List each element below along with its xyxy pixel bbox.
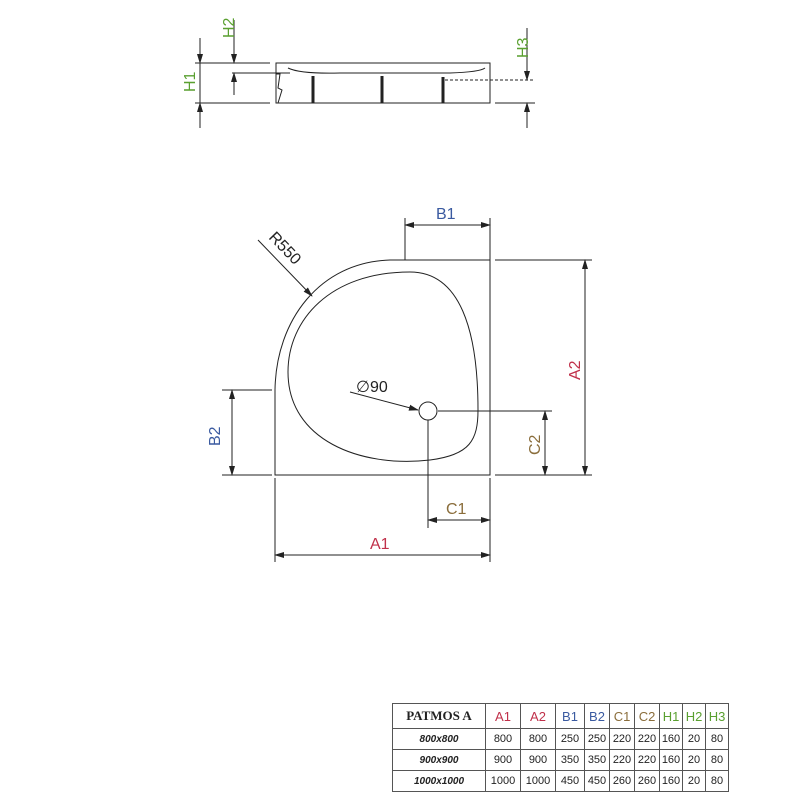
cell: 900 bbox=[520, 749, 556, 771]
cell: 450 bbox=[584, 770, 610, 792]
cell: 80 bbox=[705, 770, 729, 792]
cell: 220 bbox=[634, 749, 660, 771]
label-a2: A2 bbox=[567, 360, 584, 380]
col-h1: H1 bbox=[659, 703, 683, 729]
cell: 20 bbox=[682, 770, 706, 792]
label-a1: A1 bbox=[370, 536, 390, 553]
cell: 80 bbox=[705, 728, 729, 750]
cell: 900 bbox=[485, 749, 521, 771]
cell: 220 bbox=[609, 749, 635, 771]
dimensions-table: PATMOS A A1 A2 B1 B2 C1 C2 H1 H2 H3 800x… bbox=[392, 703, 729, 792]
col-c2: C2 bbox=[634, 703, 660, 729]
cell: 20 bbox=[682, 728, 706, 750]
label-drain-diameter: ∅90 bbox=[356, 379, 388, 396]
cell: 250 bbox=[584, 728, 610, 750]
cell: 160 bbox=[659, 728, 683, 750]
table-header: PATMOS A A1 A2 B1 B2 C1 C2 H1 H2 H3 bbox=[392, 703, 729, 729]
cell: 350 bbox=[555, 749, 585, 771]
cell: 350 bbox=[584, 749, 610, 771]
col-b2: B2 bbox=[584, 703, 610, 729]
cell: 800 bbox=[485, 728, 521, 750]
cell: 260 bbox=[634, 770, 660, 792]
col-b1: B1 bbox=[555, 703, 585, 729]
label-b2: B2 bbox=[207, 426, 224, 446]
label-h2: H2 bbox=[221, 17, 238, 38]
label-c1: C1 bbox=[446, 501, 467, 518]
cell: 220 bbox=[634, 728, 660, 750]
cell: 1000 bbox=[485, 770, 521, 792]
model-name: PATMOS A bbox=[392, 703, 486, 729]
col-h3: H3 bbox=[705, 703, 729, 729]
table-row: 900x900 900 900 350 350 220 220 160 20 8… bbox=[392, 749, 729, 771]
label-b1: B1 bbox=[436, 206, 456, 223]
row-size: 800x800 bbox=[392, 728, 486, 750]
label-c2: C2 bbox=[527, 434, 544, 455]
tray-legs bbox=[311, 76, 445, 103]
cell: 450 bbox=[555, 770, 585, 792]
col-a1: A1 bbox=[485, 703, 521, 729]
plan-view bbox=[222, 218, 592, 562]
row-size: 1000x1000 bbox=[392, 770, 486, 792]
cell: 80 bbox=[705, 749, 729, 771]
label-h3: H3 bbox=[515, 37, 532, 58]
row-size: 900x900 bbox=[392, 749, 486, 771]
cell: 160 bbox=[659, 770, 683, 792]
drain-icon bbox=[418, 401, 438, 421]
cell: 250 bbox=[555, 728, 585, 750]
cell: 800 bbox=[520, 728, 556, 750]
cell: 1000 bbox=[520, 770, 556, 792]
cell: 20 bbox=[682, 749, 706, 771]
side-view bbox=[195, 20, 535, 128]
cell: 260 bbox=[609, 770, 635, 792]
label-h1: H1 bbox=[182, 71, 199, 92]
table-row: 1000x1000 1000 1000 450 450 260 260 160 … bbox=[392, 770, 729, 792]
col-c1: C1 bbox=[609, 703, 635, 729]
table-row: 800x800 800 800 250 250 220 220 160 20 8… bbox=[392, 728, 729, 750]
cell: 220 bbox=[609, 728, 635, 750]
col-h2: H2 bbox=[682, 703, 706, 729]
label-radius: R550 bbox=[265, 229, 304, 268]
col-a2: A2 bbox=[520, 703, 556, 729]
cell: 160 bbox=[659, 749, 683, 771]
